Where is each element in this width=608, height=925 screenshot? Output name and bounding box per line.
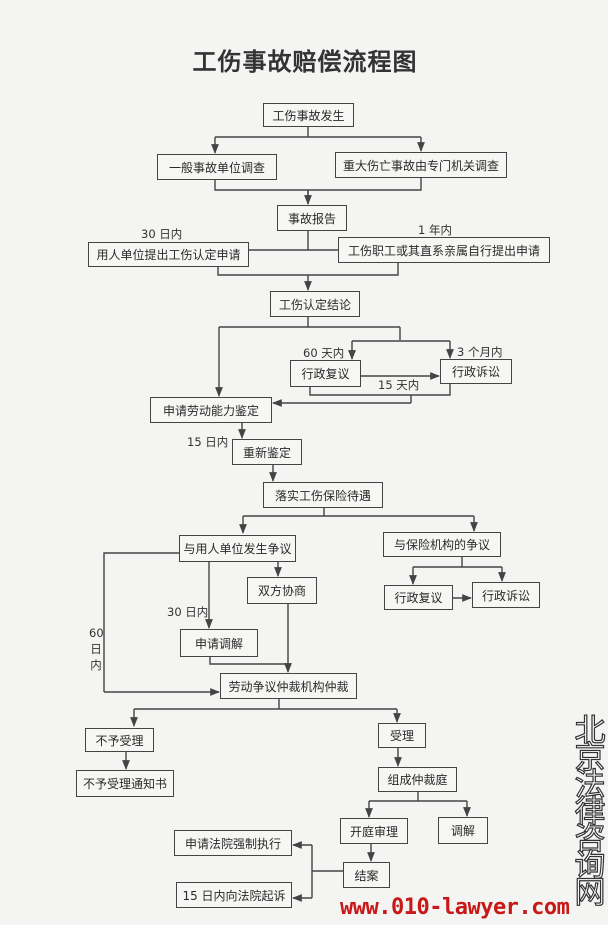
node-general-investigation: 一般事故单位调查 — [157, 154, 277, 180]
node-admin-litigation-1: 行政诉讼 — [440, 359, 512, 384]
label-review-to-litigation-15days: 15 天内 — [378, 378, 420, 392]
chart-title: 工伤事故赔偿流程图 — [192, 48, 418, 76]
label-worker-1year: 1 年内 — [418, 223, 452, 237]
node-mediation-apply: 申请调解 — [180, 629, 258, 657]
node-determination: 工伤认定结论 — [270, 291, 360, 317]
node-insurer-dispute: 与保险机构的争议 — [383, 532, 501, 557]
node-admin-review-1: 行政复议 — [290, 360, 361, 387]
node-worker-apply: 工伤职工或其直系亲属自行提出申请 — [338, 237, 550, 263]
label-reassess-15days: 15 日内 — [187, 435, 229, 449]
node-not-accepted: 不予受理 — [85, 728, 154, 752]
node-mediation: 调解 — [438, 817, 488, 844]
node-employer-dispute: 与用人单位发生争议 — [179, 535, 296, 562]
watermark-url: www.010-lawyer.com — [340, 895, 570, 920]
node-reassessment: 重新鉴定 — [232, 439, 302, 465]
node-major-investigation: 重大伤亡事故由专门机关调查 — [335, 152, 507, 178]
node-enforcement: 申请法院强制执行 — [174, 830, 292, 856]
node-admin-litigation-2: 行政诉讼 — [472, 582, 540, 608]
node-case-closed: 结案 — [343, 862, 390, 888]
node-ability-assessment: 申请劳动能力鉴定 — [150, 397, 272, 423]
label-mediation-30days: 30 日内 — [167, 605, 209, 619]
node-insurance-benefits: 落实工伤保险待遇 — [263, 482, 383, 508]
node-accident-report: 事故报告 — [277, 205, 347, 231]
label-arbitration-60days: 60日内 — [89, 626, 104, 672]
node-employer-apply: 用人单位提出工伤认定申请 — [88, 242, 249, 267]
node-sue-in-court: 15 日内向法院起诉 — [176, 882, 292, 908]
node-accepted: 受理 — [378, 723, 426, 748]
label-litigation-3months: 3 个月内 — [457, 345, 503, 359]
node-hearing: 开庭审理 — [340, 818, 408, 844]
watermark-site-name: 北京法律咨询网 — [574, 713, 606, 911]
node-arbitration: 劳动争议仲裁机构仲裁 — [220, 673, 357, 699]
node-not-accepted-notice: 不予受理通知书 — [76, 770, 174, 797]
label-review-60days: 60 天内 — [303, 346, 345, 360]
node-accident: 工伤事故发生 — [263, 103, 354, 127]
node-admin-review-2: 行政复议 — [384, 585, 453, 610]
node-negotiation: 双方协商 — [247, 577, 317, 604]
node-tribunal: 组成仲裁庭 — [378, 767, 457, 792]
label-employer-30days: 30 日内 — [141, 227, 183, 241]
